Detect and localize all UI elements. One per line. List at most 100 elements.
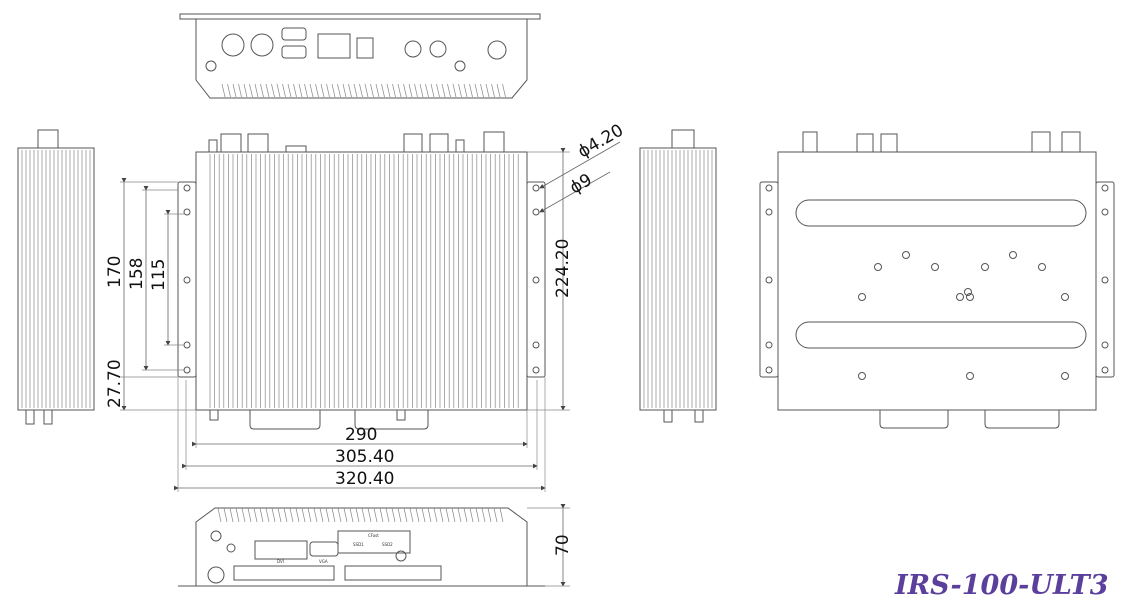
heatsink-fin [342,83,347,98]
heatsink-fin [433,507,438,523]
antenna-connector-icon [221,33,245,57]
heatsink-fin [425,83,429,98]
vga-port-icon [309,541,339,557]
heatsink-fin [457,507,462,523]
dim-170: 170 [105,256,125,288]
heatsink-fin [375,83,380,98]
heatsink-fin [414,83,418,98]
dim-290: 290 [345,425,377,445]
bottom-view [759,131,1115,429]
heatsink-fin [348,83,352,98]
heatsink-fin [441,83,446,98]
heatsink-fin [485,83,490,98]
heatsink-fin [295,507,300,523]
mounting-hole-icon [765,208,773,216]
heatsink-fin [287,83,292,98]
dvi-port-icon [254,540,308,560]
heatsink-fin [304,83,308,98]
label-vga: VGA [319,559,328,564]
heatsink-fin [254,83,259,98]
heatsink-fin [271,507,276,523]
heatsink-fin [309,83,314,98]
heatsink-fin [217,507,222,523]
heatsink-fin [451,507,456,523]
m12-connector-icon [429,40,447,58]
terminal-block-icon [317,33,351,59]
mounting-slot [795,321,1087,349]
heatsink-fin [283,507,288,523]
heatsink-fin [232,83,237,98]
heatsink-fin [445,507,450,523]
heatsink-fin [403,507,408,523]
heatsink-fin [249,83,253,98]
heatsink-fin [238,83,242,98]
screw-icon [858,372,866,380]
mounting-hole-icon [765,341,773,349]
mounting-hole-icon [532,341,540,349]
heatsink-fin [367,507,372,523]
dim-115: 115 [149,259,169,291]
screw-icon [1061,372,1069,380]
top-view-io-panel [179,13,541,99]
heatsink-fin [293,83,297,98]
heatsink-fin [331,83,336,98]
heatsink-fin [409,507,414,523]
heatsink-fin [447,83,451,98]
heatsink-fin [325,507,330,523]
heatsink-fin [469,83,473,98]
heatsink-fin [355,507,360,523]
dim-158: 158 [127,258,147,290]
heatsink-fin [260,83,264,98]
mounting-hole-icon [1101,208,1109,216]
usb-port-icon [356,37,374,59]
heatsink-fin [235,507,240,523]
heatsink-fin [502,83,506,98]
screw-icon [858,293,866,301]
mounting-hole-icon [183,184,191,192]
left-side-view [17,129,95,425]
heatsink-fin [415,507,420,523]
heatsink-fin [253,507,258,523]
heatsink-fin [315,83,319,98]
screw-icon [956,293,964,301]
dim-320-40: 320.40 [335,469,394,489]
heatsink-fin [241,507,246,523]
heatsink-fin [243,83,248,98]
dim-27-70: 27.70 [105,359,125,408]
heatsink-fin [359,83,363,98]
heatsink-fin [493,507,498,523]
antenna-connector-icon [250,33,274,57]
heatsink-fin [480,83,484,98]
heatsink-fin [337,507,342,523]
heatsink-fin [349,507,354,523]
m12-connector-icon [404,40,422,58]
heatsink-fin [353,83,358,98]
heatsink-fin [379,507,384,523]
mounting-hole-icon [1101,276,1109,284]
heatsink-fin [343,507,348,523]
screw-icon [966,372,974,380]
heatsink-fin [499,507,504,523]
heatsink-fin [381,83,385,98]
screw-icon [964,288,972,296]
label-ssd1: SSD1 [353,542,364,547]
power-connector-icon [487,40,507,60]
drive-bay [344,565,442,581]
screw-icon [874,263,882,271]
mounting-slot [795,199,1087,227]
serial-port-icon [281,45,307,59]
dim-70: 70 [553,534,573,556]
heatsink-fin [373,507,378,523]
screw-icon [902,251,910,259]
mounting-hole-icon [1101,366,1109,374]
mounting-hole-icon [1101,184,1109,192]
heatsink-fin [408,83,413,98]
heatsink-fin [221,83,226,98]
cfast-ssd-cover [337,530,411,554]
heatsink-fin [223,507,228,523]
mounting-hole-icon [183,208,191,216]
heatsink-fin [313,507,318,523]
heatsink-fin [436,83,440,98]
heatsink-fin [397,507,402,523]
